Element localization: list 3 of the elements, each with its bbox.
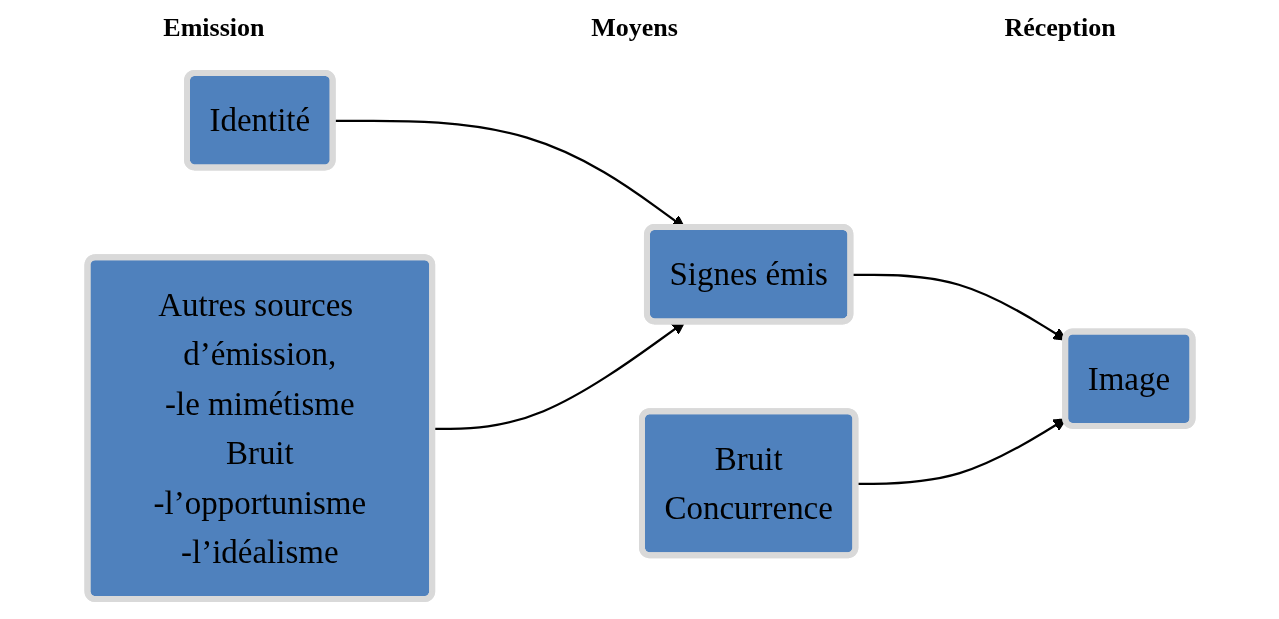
column-heading: Emission <box>163 13 265 43</box>
column-heading: Moyens <box>591 13 678 43</box>
column-heading: Réception <box>1004 13 1116 43</box>
